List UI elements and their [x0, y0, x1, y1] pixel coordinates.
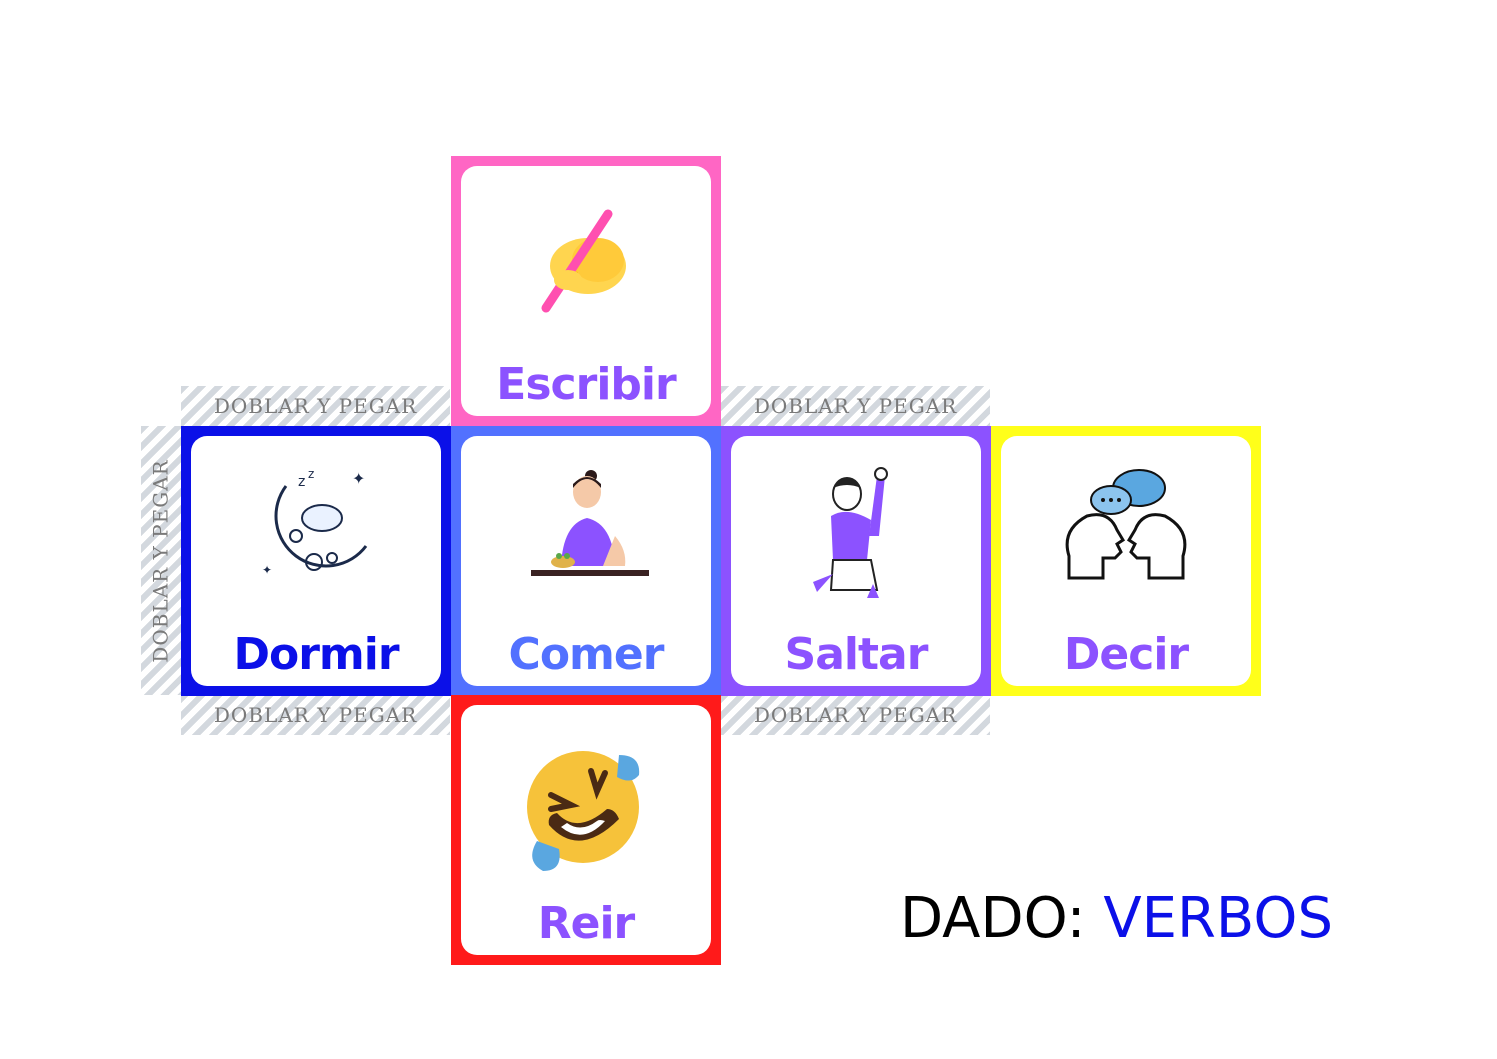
svg-text:✦: ✦: [352, 469, 365, 488]
glue-tab-top-left: DOBLAR Y PEGAR: [181, 386, 450, 426]
face-label: Saltar: [784, 629, 929, 680]
face-label: Reir: [537, 898, 636, 949]
face-label: Escribir: [496, 359, 676, 410]
page-title: DADO: VERBOS: [900, 886, 1333, 951]
title-highlight: VERBOS: [1103, 886, 1333, 951]
writing-hand-icon: [541, 209, 626, 313]
face-saltar: Saltar: [721, 426, 991, 696]
glue-tab-bottom-left: DOBLAR Y PEGAR: [181, 695, 450, 735]
title-prefix: DADO:: [900, 886, 1104, 951]
jumping-person-icon: [813, 467, 888, 598]
glue-tab-top-right: DOBLAR Y PEGAR: [721, 386, 990, 426]
face-reir: Reir: [451, 695, 721, 965]
sleeping-moon-sheep-icon: z z ✦ ✦: [262, 467, 368, 577]
face-label: Comer: [508, 629, 665, 680]
glue-tab-left: DOBLAR Y PEGAR: [141, 426, 181, 695]
face-dormir: z z ✦ ✦ Dormir: [181, 426, 451, 696]
face-decir: Decir: [991, 426, 1261, 696]
talking-heads-icon: [1065, 469, 1187, 580]
face-label: Decir: [1063, 629, 1189, 680]
svg-text:✦: ✦: [262, 563, 272, 577]
face-label: Dormir: [233, 629, 399, 680]
glue-tab-bottom-right: DOBLAR Y PEGAR: [721, 695, 990, 735]
svg-text:z: z: [308, 467, 314, 481]
face-comer: Comer: [451, 426, 721, 696]
rolling-laughing-icon: [527, 751, 640, 871]
svg-text:z: z: [298, 474, 305, 490]
woman-eating-icon: [531, 470, 649, 576]
face-escribir: Escribir: [451, 156, 721, 426]
